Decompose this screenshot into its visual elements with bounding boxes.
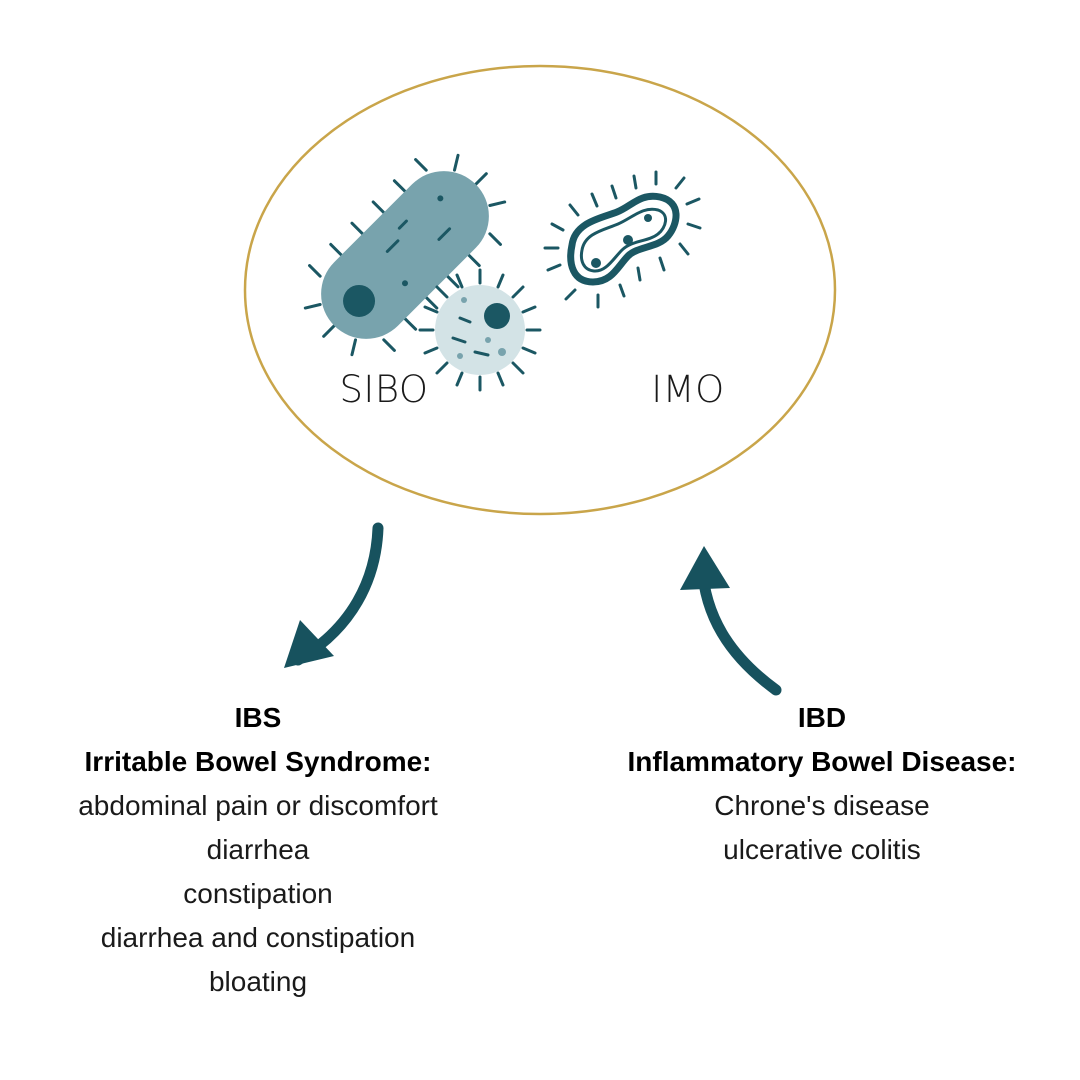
ibs-symptom: diarrhea and constipation <box>100 922 416 953</box>
rod-bacteria-icon <box>303 153 507 357</box>
imo-label: IMO <box>651 368 725 411</box>
ibs-symptom: diarrhea <box>206 834 310 865</box>
ibd-block: IBD Inflammatory Bowel Disease: Chrone's… <box>578 696 1066 872</box>
ibd-abbreviation: IBD <box>797 702 847 733</box>
sibo-label: SIBO <box>339 368 429 411</box>
arrow-down-left <box>284 522 384 668</box>
arrow-up <box>680 546 782 696</box>
ibs-full-name: Irritable Bowel Syndrome: <box>84 746 432 777</box>
coccus-bacteria-icon <box>418 268 542 392</box>
ibs-symptom: abdominal pain or discomfort <box>78 790 438 821</box>
ibd-condition: ulcerative colitis <box>723 834 921 865</box>
ibs-symptom: bloating <box>208 966 308 997</box>
overlap-circle <box>243 64 837 516</box>
ibd-full-name: Inflammatory Bowel Disease: <box>627 746 1017 777</box>
parasite-icon <box>543 170 702 309</box>
ibs-block: IBS Irritable Bowel Syndrome: abdominal … <box>18 696 498 1004</box>
ibs-symptom: constipation <box>183 878 333 909</box>
ibs-abbreviation: IBS <box>234 702 282 733</box>
ibd-condition: Chrone's disease <box>714 790 930 821</box>
